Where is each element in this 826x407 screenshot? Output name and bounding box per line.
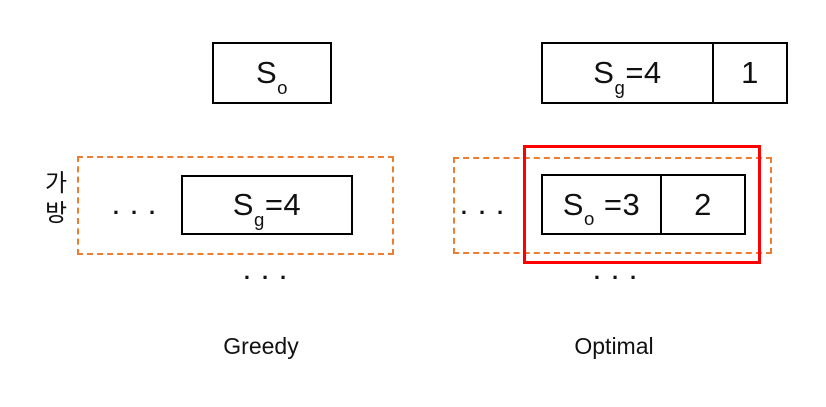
- optimal-caption: Optimal: [574, 333, 654, 359]
- formula-subscript: o: [277, 76, 289, 98]
- optimal-item-box-cell-1: So =3: [543, 176, 660, 233]
- optimal-ellipsis-inside: ...: [460, 194, 516, 219]
- optimal-item-box-cell-2: 2: [660, 176, 744, 233]
- greedy-top-box-label: So: [255, 55, 288, 96]
- bag-label-line-2: 방: [44, 200, 68, 227]
- greedy-item-label: Sg=4: [232, 187, 302, 228]
- formula-subscript: g: [253, 208, 265, 230]
- greedy-top-box: So: [212, 42, 332, 104]
- optimal-item-box: So =3 2: [541, 174, 746, 235]
- optimal-top-box-label: Sg=4: [593, 55, 662, 96]
- optimal-top-box-weight: 1: [741, 55, 759, 90]
- formula-rest: =3: [594, 186, 641, 222]
- bag-label-line-1: 가: [44, 170, 68, 197]
- formula-base: S: [593, 55, 615, 90]
- greedy-item-box: Sg=4: [181, 175, 353, 235]
- formula-subscript: g: [614, 76, 626, 98]
- optimal-ellipsis-below: ...: [593, 259, 649, 284]
- formula-base: S: [562, 186, 584, 222]
- formula-base: S: [232, 187, 254, 222]
- greedy-knapsack-outline: [77, 156, 394, 255]
- optimal-item-label: So =3: [562, 186, 641, 228]
- formula-base: S: [255, 55, 278, 90]
- bag-label: 가 방: [34, 169, 78, 229]
- formula-rest: =4: [625, 55, 662, 90]
- formula-rest: =4: [264, 187, 302, 222]
- greedy-ellipsis-below: ...: [243, 259, 299, 284]
- optimal-top-box-cell-2: 1: [712, 44, 786, 102]
- optimal-top-box-cell-1: Sg=4: [543, 44, 712, 102]
- optimal-item-weight: 2: [694, 186, 712, 222]
- greedy-ellipsis-inside: ...: [112, 194, 168, 219]
- optimal-highlight-outline: [523, 145, 761, 264]
- greedy-caption: Greedy: [223, 333, 299, 359]
- optimal-top-box: Sg=4 1: [541, 42, 788, 104]
- formula-subscript: o: [583, 208, 595, 230]
- optimal-knapsack-outline: [453, 157, 772, 254]
